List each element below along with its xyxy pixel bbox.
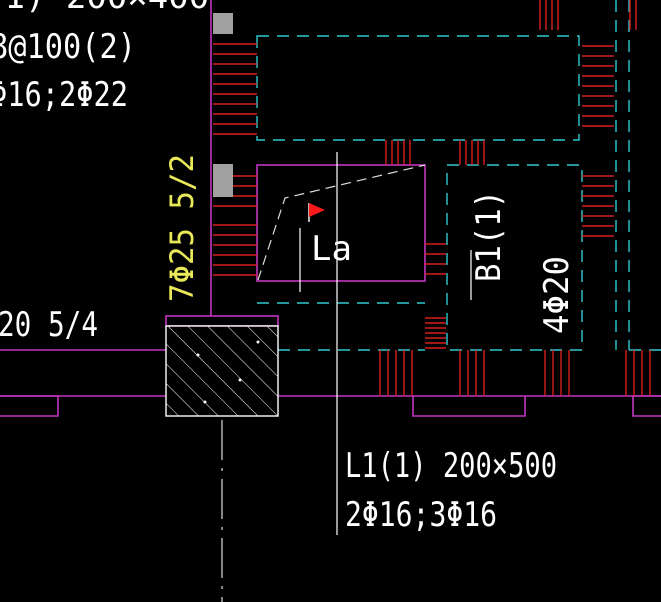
- stirrup-label-partial: 8@100(2): [0, 27, 136, 67]
- l1-bars-label: 2Φ16;3Φ16: [345, 495, 497, 535]
- bars-label-partial: Φ16;2Φ22: [0, 75, 128, 115]
- beam-size-label-partial: (1) 200×400: [0, 0, 209, 17]
- rebar-marks: [213, 0, 651, 396]
- left-bars-label-partial: 20 5/4: [0, 305, 98, 345]
- axis-lines: [221, 152, 472, 602]
- la-label: La: [311, 229, 352, 269]
- concrete-column[interactable]: [165, 325, 279, 417]
- grip-square-icon[interactable]: [213, 13, 233, 34]
- column-bars-label: 7Φ25 5/2: [163, 154, 201, 302]
- b1-beam-label: B1(1): [469, 190, 509, 282]
- grip-square-icon[interactable]: [213, 164, 233, 197]
- l1-beam-label: L1(1) 200×500: [345, 446, 557, 486]
- red-flag-icon[interactable]: [308, 203, 325, 222]
- b1-bars-label: 4Φ20: [537, 256, 577, 334]
